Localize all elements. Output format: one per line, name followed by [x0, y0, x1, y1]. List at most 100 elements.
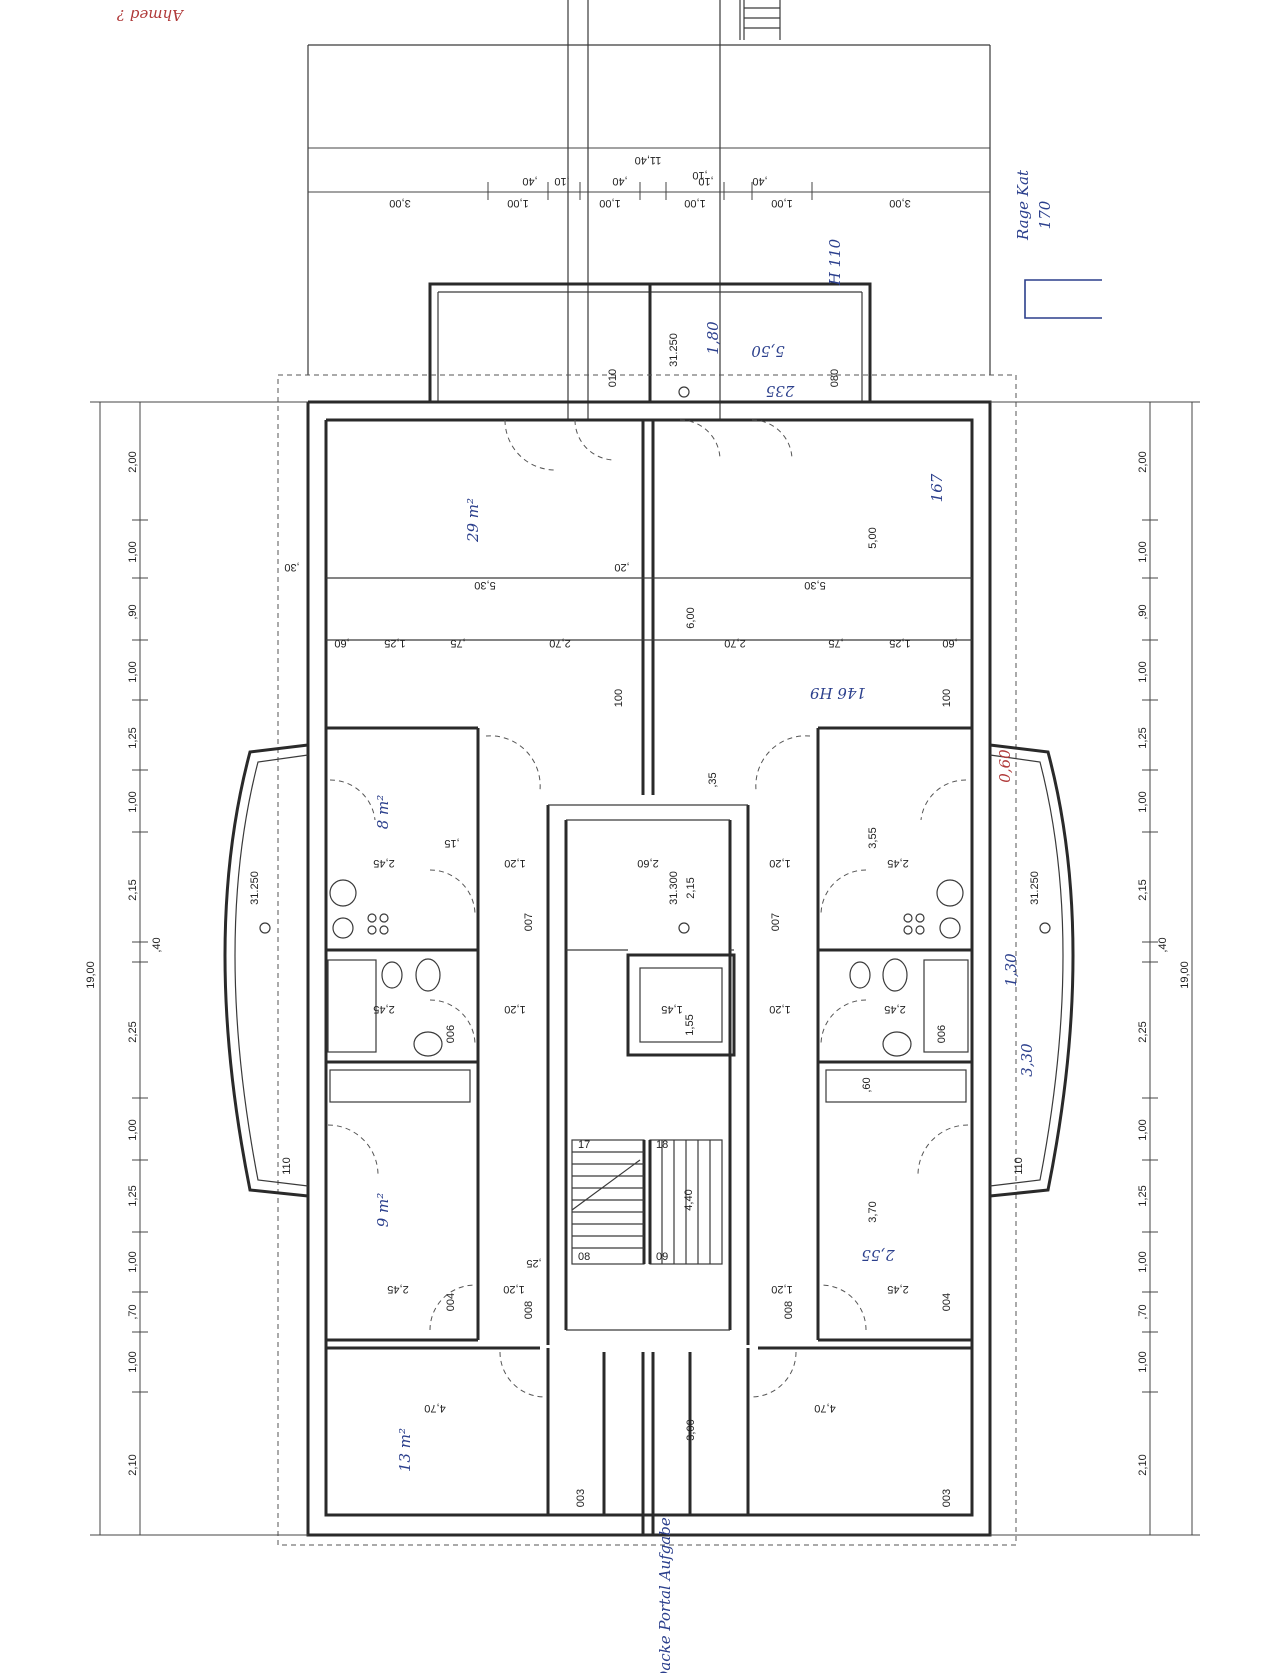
corridor-dim-right-bot: 1,20 — [771, 1283, 792, 1295]
left-dim-4: 1,00 — [127, 661, 139, 682]
left-dim-14: 1,00 — [127, 1351, 139, 1372]
level-right: 31.250 — [1029, 871, 1041, 905]
right-dim-4: 1,00 — [1137, 661, 1149, 682]
code-006-left: 006 — [445, 1025, 457, 1043]
note-130: 1,30 — [1002, 953, 1020, 987]
code-007-left: 007 — [523, 913, 535, 931]
corridor-dim-right-top: 1,20 — [769, 857, 790, 869]
code-006-right: 006 — [936, 1025, 948, 1043]
dim-top-small-5: ,40 — [752, 175, 767, 187]
code-003-left: 003 — [575, 1489, 587, 1507]
corridor-dim-left-bot: 1,20 — [503, 1283, 524, 1295]
level-markers: 31.250 31.250 31.300 31.250 — [249, 333, 1051, 934]
landing-dim: 2,60 — [637, 857, 658, 869]
code-004-right: 004 — [941, 1293, 953, 1311]
window-dim-right-3: 1,25 — [889, 637, 910, 649]
bath-dim-left-bot: 2,45 — [387, 1283, 408, 1295]
right-dim-14: 1,00 — [1137, 1351, 1149, 1372]
vertical-dim-2: 6,00 — [685, 607, 697, 628]
dim-top-4: 1,00 — [684, 197, 705, 209]
interior-walls — [326, 420, 972, 1535]
balcony-235: 235 — [766, 382, 796, 400]
top-balcony — [428, 282, 872, 402]
right-dim-6: 1,00 — [1137, 791, 1149, 812]
left-dim-6: 1,00 — [127, 791, 139, 812]
window-dim-right-1: 2,70 — [724, 637, 745, 649]
top-dimension-lines — [308, 147, 990, 200]
top-dimension-labels: 3,00 1,00 1,00 1,00 1,00 3,00 ,40 ,10 ,4… — [389, 175, 910, 209]
code-008-right: 008 — [783, 1301, 795, 1319]
window-dim-left-3: ,75 — [450, 637, 465, 649]
left-dim-9: 2,25 — [127, 1021, 139, 1042]
right-dim-15: 2,10 — [1137, 1454, 1149, 1475]
bath-dim-right-bot: 2,45 — [887, 1283, 908, 1295]
level-top: 31.250 — [668, 333, 680, 367]
right-dim-8: ,40 — [1157, 937, 1169, 952]
dim-top-6: 3,00 — [889, 197, 910, 209]
code-007-right: 007 — [770, 913, 782, 931]
left-dim-1: 2,00 — [127, 451, 139, 472]
left-dim-7: 2,15 — [127, 879, 139, 900]
dim-top-2: 1,00 — [507, 197, 528, 209]
small-dim-1: ,30 — [284, 561, 299, 573]
code-010: 010 — [607, 369, 619, 387]
right-dim-9: 2,25 — [1137, 1021, 1149, 1042]
vertical-dim-4: 3,70 — [867, 1201, 879, 1222]
corridor-dim-right-mid: 1,20 — [769, 1003, 790, 1015]
left-dimension-labels: 19,00 2,00 1,00 ,90 1,00 1,25 1,00 2,15 … — [85, 451, 163, 1475]
dim-top-small-4: ,10 — [698, 175, 713, 187]
dim-top-1: 3,00 — [389, 197, 410, 209]
site-boundary — [277, 374, 1017, 1546]
right-dimension-labels: 19,00 2,00 1,00 ,90 1,00 1,25 1,00 2,15 … — [1137, 451, 1191, 1475]
stair-number-08: 08 — [578, 1251, 590, 1263]
code-100-right: 100 — [941, 689, 953, 707]
right-dim-7: 2,15 — [1137, 879, 1149, 900]
left-dim-5: 1,25 — [127, 727, 139, 748]
door-swings — [327, 419, 969, 1398]
lift-dim-a: 1,45 — [661, 1003, 682, 1015]
vertical-dim-3: 3,55 — [867, 827, 879, 848]
bed-dim-right: 4,70 — [814, 1402, 835, 1414]
code-004-left: 004 — [445, 1293, 457, 1311]
area-bottom: 13 m² — [396, 1428, 414, 1472]
code-003-right: 003 — [941, 1489, 953, 1507]
corridor-dim-left-top: 1,20 — [504, 857, 525, 869]
top-overall-dimension: 11,40 — [635, 154, 662, 166]
left-dim-2: 1,00 — [127, 541, 139, 562]
bottom-note: Dacke Portal Aufgabe — [656, 1517, 674, 1673]
code-080: 080 — [829, 369, 841, 387]
small-dim-3: ,15 — [444, 837, 459, 849]
top-extension-lines — [307, 0, 991, 420]
small-dim-2: ,20 — [614, 561, 629, 573]
right-dim-13: ,70 — [1137, 1304, 1149, 1319]
right-overall-dimension: 19,00 — [1179, 961, 1191, 989]
dim-top-3: 1,00 — [599, 197, 620, 209]
right-dim-10: 1,00 — [1137, 1119, 1149, 1140]
staircase — [571, 1139, 723, 1265]
stair-number-18: 18 — [656, 1139, 668, 1151]
sanitary-fixtures — [327, 879, 969, 1103]
left-dimension-chain — [90, 401, 308, 1536]
dim-top-small-3: ,40 — [612, 175, 627, 187]
code-100-left: 100 — [613, 689, 625, 707]
stair-number-17: 17 — [578, 1139, 590, 1151]
dim-top-small-2: ,10 — [554, 175, 569, 187]
room-width-right: 5,30 — [804, 579, 825, 591]
lift-dim-b: 1,55 — [684, 1014, 696, 1035]
code-110-left: 110 — [281, 1157, 293, 1175]
right-dim-12: 1,00 — [1137, 1251, 1149, 1272]
small-dim-4: ,25 — [526, 1257, 541, 1269]
bed-dim-left: 4,70 — [424, 1402, 445, 1414]
left-dim-10: 1,00 — [127, 1119, 139, 1140]
note-167: 167 — [928, 473, 946, 502]
left-dim-13: ,70 — [127, 1304, 139, 1319]
note-255: 2,55 — [861, 1246, 895, 1264]
bath-dim-left-mid: 2,45 — [373, 1003, 394, 1015]
left-overall-dimension: 19,00 — [85, 961, 97, 989]
handwritten-notes: Ahmed ? 29 m² 8 m² 9 m² 13 m² 5,50 1,80 … — [116, 6, 1054, 1673]
small-dim-6: ,60 — [861, 1077, 873, 1092]
area-living: 29 m² — [464, 498, 482, 543]
wall-note: 146 H9 — [810, 684, 866, 702]
balcony-height: 1,80 — [704, 321, 722, 355]
